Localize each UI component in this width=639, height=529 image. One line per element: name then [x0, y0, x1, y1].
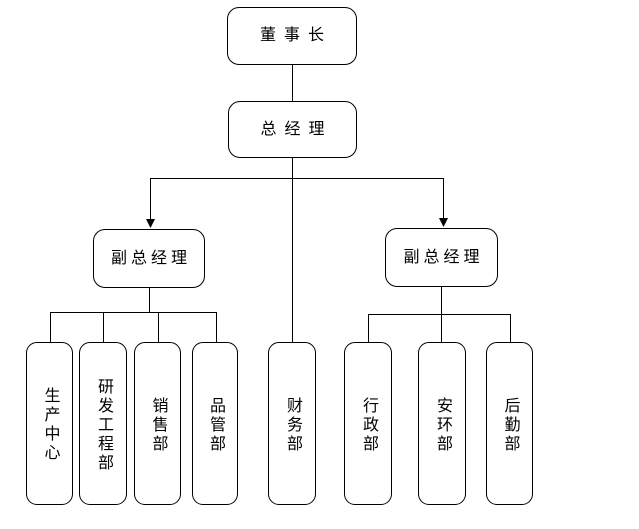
- node-safety-env-dept[interactable]: 安环部: [418, 342, 466, 505]
- node-logistics-dept-label: 后勤部: [501, 396, 519, 454]
- node-rd-engineering-dept-label: 研发工程部: [95, 377, 112, 473]
- node-admin-dept-label: 行政部: [360, 396, 377, 454]
- node-general-manager-label: 总经理: [260, 120, 333, 138]
- node-production-center-label: 生产中心: [41, 387, 59, 463]
- node-production-center[interactable]: 生产中心: [26, 342, 73, 505]
- node-rd-engineering-dept[interactable]: 研发工程部: [79, 342, 127, 505]
- node-general-manager[interactable]: 总经理: [228, 101, 357, 158]
- arrowhead-down-icon: [146, 219, 155, 228]
- node-admin-dept[interactable]: 行政部: [344, 342, 392, 505]
- node-sales-dept[interactable]: 销售部: [134, 342, 181, 505]
- arrowhead-down-icon: [439, 218, 448, 227]
- node-chairman[interactable]: 董事长: [227, 7, 357, 65]
- node-safety-env-dept-label: 安环部: [434, 396, 451, 454]
- node-deputy-gm-right-label: 副总经理: [403, 248, 484, 266]
- node-deputy-gm-left-label: 副总经理: [110, 249, 191, 267]
- node-sales-dept-label: 销售部: [149, 396, 167, 454]
- node-quality-dept[interactable]: 品管部: [192, 342, 238, 505]
- node-deputy-gm-left[interactable]: 副总经理: [93, 229, 205, 288]
- node-finance-dept-label: 财务部: [284, 396, 301, 454]
- node-quality-dept-label: 品管部: [207, 396, 224, 454]
- node-deputy-gm-right[interactable]: 副总经理: [385, 228, 498, 287]
- node-finance-dept[interactable]: 财务部: [268, 342, 316, 505]
- node-chairman-label: 董事长: [259, 27, 332, 44]
- node-logistics-dept[interactable]: 后勤部: [486, 342, 533, 505]
